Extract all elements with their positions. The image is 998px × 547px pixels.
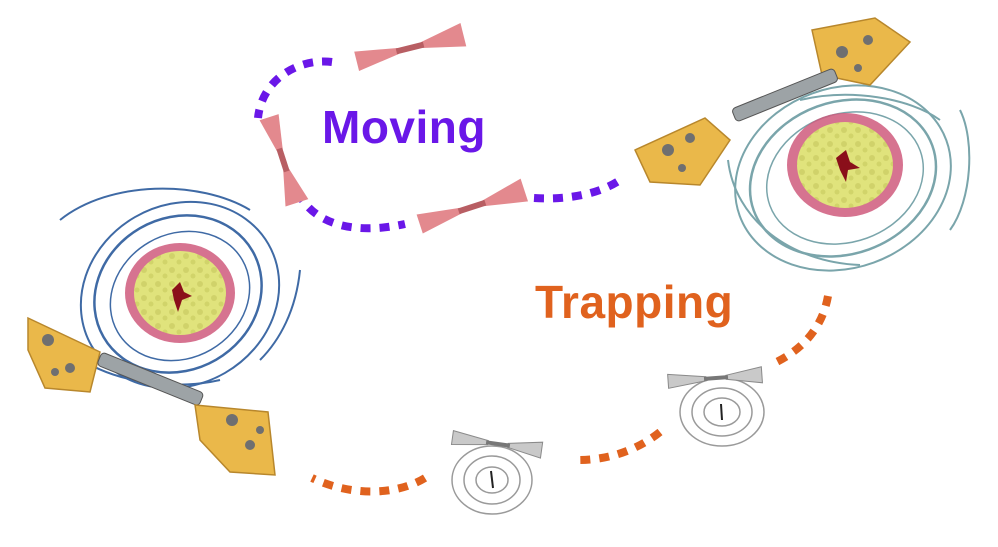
particle-pink-bottom — [416, 178, 529, 234]
right-device — [633, 17, 912, 186]
right-vortex — [727, 84, 971, 272]
left-device — [27, 316, 276, 476]
moving-label: Moving — [322, 101, 486, 153]
gray-particle-left — [450, 430, 544, 459]
right-cell-nucleus — [836, 150, 860, 182]
left-cell-nucleus — [172, 282, 192, 312]
trapping-label: Trapping — [535, 276, 734, 328]
gray-vortex-small-right — [679, 377, 765, 447]
moving-path — [254, 57, 626, 233]
particle-pink-left — [259, 114, 309, 207]
trapping-path — [310, 295, 832, 496]
right-cell — [787, 113, 903, 217]
particle-pink-top — [354, 23, 467, 72]
gray-vortex-small-left — [451, 445, 533, 515]
gray-particle-right — [667, 366, 763, 389]
left-cell — [125, 243, 235, 343]
